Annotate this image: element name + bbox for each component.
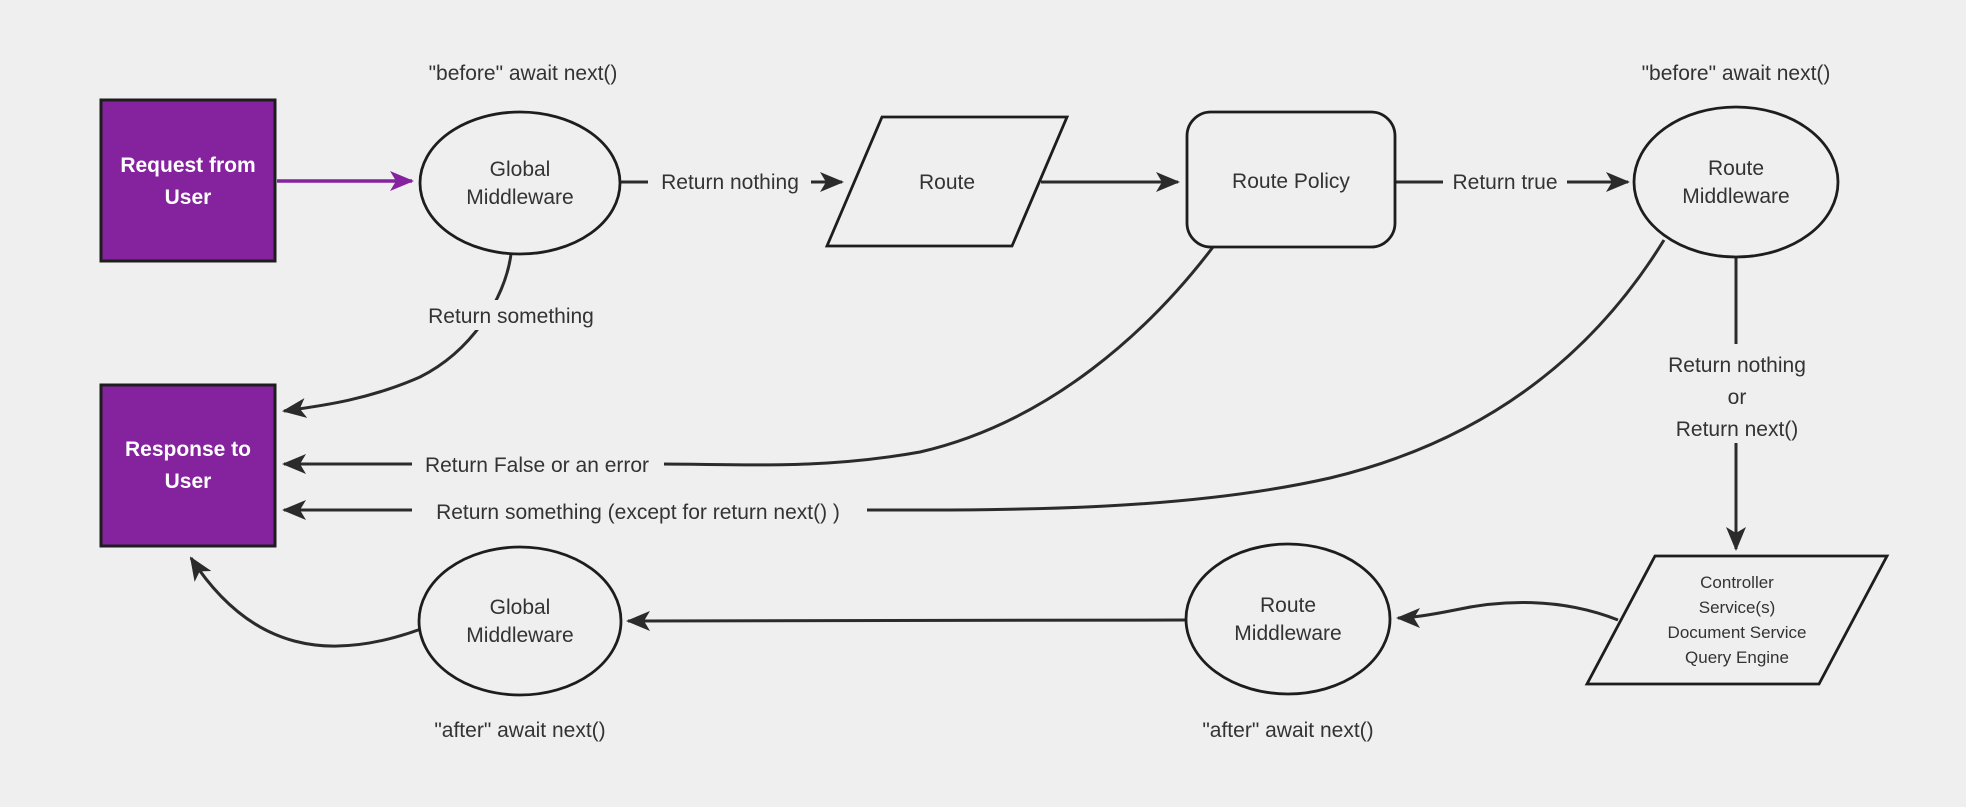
label-after-await-next-left: "after" await next() xyxy=(434,719,605,742)
edge-route-middleware-to-response xyxy=(282,239,1666,520)
node-response-to-user-label-line1: Response to xyxy=(125,438,251,461)
node-route-middleware-bottom-label-line2: Middleware xyxy=(1234,622,1341,645)
edge-label-return-false-or-error: Return False or an error xyxy=(425,454,649,477)
node-global-middleware-top xyxy=(418,110,622,256)
node-controller-stack-label-line4: Query Engine xyxy=(1685,648,1789,667)
node-global-middleware-top-label-line2: Middleware xyxy=(466,186,573,209)
node-route xyxy=(824,115,1070,248)
label-before-await-next-left: "before" await next() xyxy=(429,62,618,85)
node-global-middleware-top-label-line1: Global xyxy=(490,158,551,181)
edge-label-return-something: Return something xyxy=(428,305,594,328)
node-request-from-user xyxy=(99,98,277,263)
edge-label-return-nothing-or-line1: Return nothing xyxy=(1668,354,1806,377)
node-route-policy-label: Route Policy xyxy=(1232,170,1350,193)
edge-global-middleware-to-response xyxy=(282,253,513,418)
edge-label-bg xyxy=(648,166,811,196)
edge-label-bg xyxy=(412,449,664,479)
node-route-middleware-bottom xyxy=(1184,542,1392,696)
node-response-to-user-label-line2: User xyxy=(165,470,212,493)
node-route-middleware-bottom-label-line1: Route xyxy=(1260,594,1316,617)
node-route-middleware-top xyxy=(1632,105,1840,259)
node-controller-stack xyxy=(1584,554,1890,686)
node-route-policy xyxy=(1185,110,1397,249)
node-controller-stack-label-line3: Document Service xyxy=(1668,623,1807,642)
node-controller-stack-label-line2: Service(s) xyxy=(1699,598,1776,617)
node-global-middleware-bottom-label-line1: Global xyxy=(490,596,551,619)
edge-global-middleware-bottom-to-response xyxy=(189,556,422,648)
node-route-label: Route xyxy=(919,171,975,194)
edge-label-return-nothing-or-line3: Return next() xyxy=(1676,418,1799,441)
node-global-middleware-bottom-label-line2: Middleware xyxy=(466,624,573,647)
node-request-from-user-label-line1: Request from xyxy=(120,154,255,177)
edge-label-return-true: Return true xyxy=(1452,171,1557,194)
edge-label-bg xyxy=(1443,166,1567,196)
node-route-middleware-top-label-line2: Middleware xyxy=(1682,185,1789,208)
edge-label-bg xyxy=(412,495,867,525)
label-before-await-next-right: "before" await next() xyxy=(1642,62,1831,85)
node-controller-stack-label-line1: Controller xyxy=(1700,573,1774,592)
edge-controller-to-route-middleware-bottom xyxy=(1396,600,1619,628)
label-after-await-next-right: "after" await next() xyxy=(1202,719,1373,742)
edge-route-policy-to-response xyxy=(282,246,1215,474)
node-response-to-user xyxy=(99,383,277,548)
edge-route-middleware-to-global-middleware-bottom xyxy=(626,610,1186,631)
edge-label-return-nothing: Return nothing xyxy=(661,171,799,194)
edge-label-return-something-except: Return something (except for return next… xyxy=(436,501,840,524)
edge-label-bg xyxy=(1638,344,1836,443)
node-route-middleware-top-label-line1: Route xyxy=(1708,157,1764,180)
edge-label-return-nothing-or-line2: or xyxy=(1728,386,1747,409)
node-global-middleware-bottom xyxy=(417,545,623,697)
node-request-from-user-label-line2: User xyxy=(165,186,212,209)
edge-label-bg xyxy=(408,300,613,330)
